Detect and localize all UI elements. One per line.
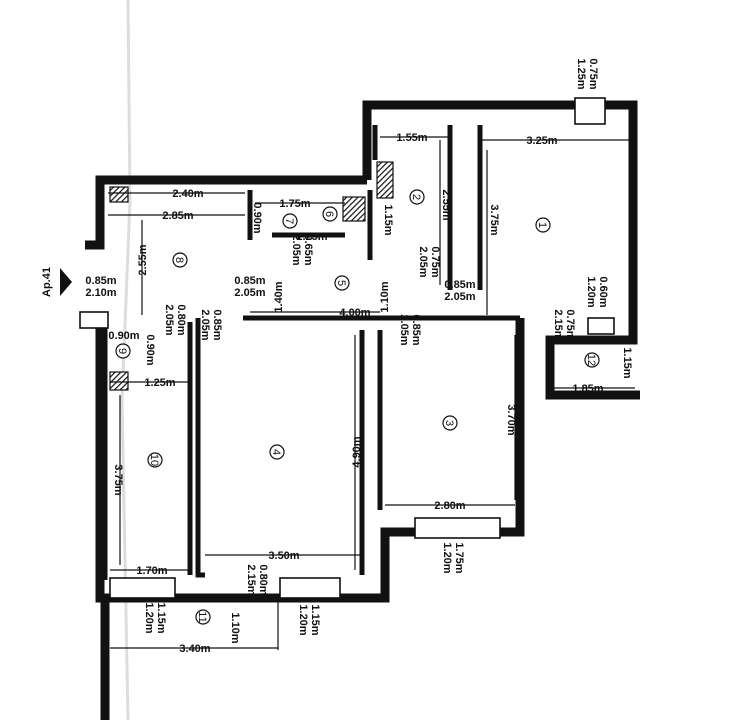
dim-label: 1.20m (297, 604, 309, 635)
dim-label: 2.10m (85, 287, 116, 299)
dim-label: 1.85m (572, 383, 603, 395)
dim-label: 0.60m (597, 276, 609, 307)
room-number-11: 11 (196, 611, 208, 622)
dim-label: 2.05m (234, 287, 265, 299)
dim-label: 1.75m (453, 542, 465, 573)
room-number-7: 7 (283, 218, 295, 224)
dim-label: 1.25m (144, 377, 175, 389)
dim-label: 2.15m (245, 564, 257, 595)
scan-artifact (120, 0, 132, 720)
dimension-lines (108, 136, 635, 650)
dim-label: 0.65m (302, 234, 314, 265)
room-number-8: 8 (173, 257, 185, 263)
dim-label: 1.40m (273, 281, 285, 312)
dim-label: 1.15m (155, 602, 167, 633)
dim-label: 3.50m (268, 550, 299, 562)
room-number-1: 1 (536, 222, 548, 228)
dim-label: 0.80m (175, 304, 187, 335)
dim-label: 2.05m (398, 314, 410, 345)
dim-label: 1.10m (229, 612, 241, 643)
dim-label: 0.85m (211, 309, 223, 340)
dim-label: 2.25m (296, 231, 327, 243)
entrance-arrow-icon (60, 268, 72, 296)
dim-label: 2.05m (163, 304, 175, 335)
dim-label: 0.90m (108, 330, 139, 342)
dim-label: 1.20m (441, 542, 453, 573)
dim-label: 3.70m (505, 404, 517, 435)
dim-label: 1.25m (575, 58, 587, 89)
dim-label: 2.85m (162, 210, 193, 222)
dim-label: 3.40m (179, 643, 210, 655)
dim-label: 3.75m (112, 464, 124, 495)
dim-label: 4.00m (339, 307, 370, 319)
dim-label: 3.75m (488, 204, 500, 235)
dim-label: 2.05m (417, 246, 429, 277)
dim-label: 1.20m (585, 276, 597, 307)
apartment-label: Ap.41 (41, 267, 72, 297)
room-number-2: 2 (410, 194, 422, 200)
dim-label: 2.80m (434, 500, 465, 512)
dim-label: 2.05m (199, 309, 211, 340)
room-markers (115, 189, 600, 625)
dimension-labels: 0.75m 1.25m 1.55m 3.25m 2.55m 3.75m 2.40… (85, 58, 633, 655)
room-number-3: 3 (443, 420, 455, 426)
dim-label: 0.90m (144, 334, 156, 365)
room-number-4: 4 (270, 449, 282, 455)
dim-label: 2.15m (552, 309, 564, 340)
dim-label: 0.75m (564, 309, 576, 340)
dim-label: 2.05m (290, 234, 302, 265)
dim-label: 0.90m (251, 202, 263, 233)
dim-label: 0.85m (234, 275, 265, 287)
dim-label: 1.20m (143, 602, 155, 633)
windows (79, 97, 615, 599)
dim-label: 1.70m (136, 565, 167, 577)
dim-label: 1.10m (379, 281, 391, 312)
room-number-9: 9 (116, 348, 128, 354)
dim-label: 2.40m (172, 188, 203, 200)
apartment-number: Ap.41 (41, 267, 53, 297)
dim-label: 1.15m (621, 347, 633, 378)
room-number-10: 10 (148, 454, 160, 466)
dim-label: 2.55m (137, 244, 149, 275)
dim-label: 3.25m (526, 135, 557, 147)
room-numbers: 1 2 3 4 5 6 7 8 9 10 11 12 (116, 194, 597, 623)
room-number-12: 12 (585, 354, 597, 366)
dim-label: 1.15m (382, 204, 394, 235)
dim-label: 0.75m (587, 58, 599, 89)
dim-label: 0.85m (444, 279, 475, 291)
dim-label: 1.55m (396, 132, 427, 144)
dim-label: 4.90m (351, 436, 363, 467)
dim-label: 0.85m (410, 314, 422, 345)
dim-label: 1.75m (279, 198, 310, 210)
dim-label: 0.85m (85, 275, 116, 287)
dim-label: 0.80m (257, 564, 269, 595)
dim-label: 0.75m (429, 246, 441, 277)
room-number-6: 6 (323, 211, 335, 217)
room-number-5: 5 (335, 280, 347, 286)
shafts (109, 161, 394, 391)
dim-label: 2.55m (440, 189, 452, 220)
dim-label: 1.15m (309, 604, 321, 635)
dim-label: 2.05m (444, 291, 475, 303)
